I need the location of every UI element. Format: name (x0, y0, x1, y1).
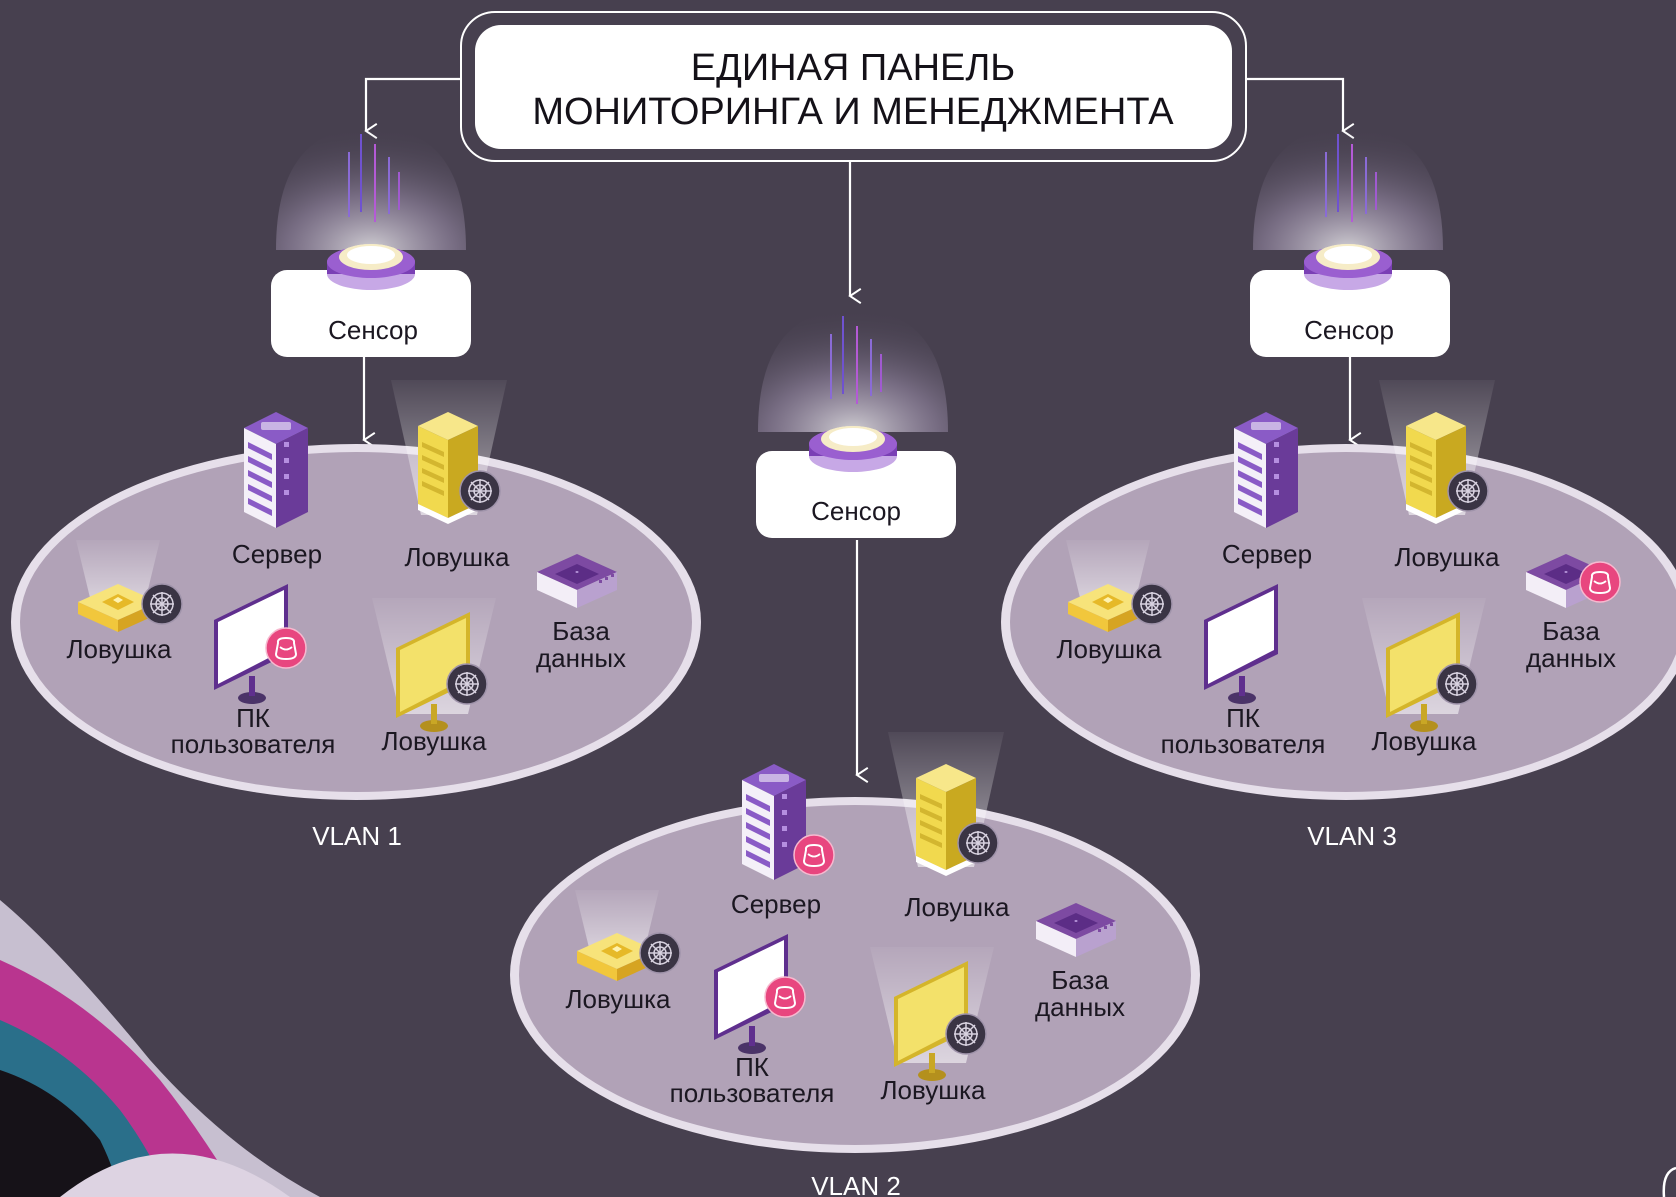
web-badge-icon (446, 663, 488, 705)
web-badge-icon (141, 583, 183, 625)
web-badge-icon (1436, 663, 1478, 705)
label-database-2: данных (536, 643, 626, 673)
web-badge-icon (459, 470, 501, 512)
honeypot-badge-icon (793, 834, 835, 876)
sensor-label: Сенсор (328, 315, 418, 345)
label-pc-1: ПК (735, 1052, 769, 1082)
label-database-1: База (1542, 616, 1600, 646)
title-box: ЕДИНАЯ ПАНЕЛЬ МОНИТОРИНГА И МЕНЕДЖМЕНТА (460, 11, 1247, 162)
label-trap: Ловушка (1056, 634, 1162, 664)
sensor-2: Сенсор (756, 308, 956, 538)
label-trap: Ловушка (904, 892, 1010, 922)
arrow-to-sensor-3 (1246, 77, 1355, 140)
server-icon (244, 412, 308, 528)
label-server: Сервер (731, 889, 821, 919)
vlan-label: VLAN 3 (1307, 821, 1397, 851)
web-badge-icon (1131, 583, 1173, 625)
vlan-label: VLAN 2 (811, 1171, 901, 1197)
vlan-3: Сервер Ловушка Ловушка База данных ПК по… (1001, 380, 1676, 851)
label-trap: Ловушка (1394, 542, 1500, 572)
label-trap: Ловушка (404, 542, 510, 572)
web-badge-icon (945, 1013, 987, 1055)
label-pc-1: ПК (1226, 703, 1260, 733)
label-trap: Ловушка (565, 984, 671, 1014)
corner-mark (1662, 1166, 1676, 1197)
sensor-label: Сенсор (811, 496, 901, 526)
label-server: Сервер (1222, 539, 1312, 569)
server-icon (1234, 412, 1298, 528)
vlan-1: Сервер Ловушка Ловушка База данных ПК по… (11, 380, 701, 851)
honeypot-badge-icon (1579, 561, 1621, 603)
label-database-2: данных (1526, 643, 1616, 673)
vlan-label: VLAN 1 (312, 821, 402, 851)
sensor-1: Сенсор (271, 126, 471, 357)
arrow-to-sensor-1 (364, 77, 461, 140)
sensor-3: Сенсор (1250, 126, 1450, 357)
label-trap: Ловушка (381, 726, 487, 756)
web-badge-icon (1447, 470, 1489, 512)
label-server: Сервер (232, 539, 322, 569)
title-line-1: ЕДИНАЯ ПАНЕЛЬ (691, 47, 1016, 89)
honeypot-badge-icon (764, 976, 806, 1018)
label-pc-1: ПК (236, 703, 270, 733)
title-line-2: МОНИТОРИНГА И МЕНЕДЖМЕНТА (532, 91, 1174, 133)
label-trap: Ловушка (880, 1075, 986, 1105)
label-pc-2: пользователя (670, 1078, 835, 1108)
label-database-1: База (552, 616, 610, 646)
sensor-label: Сенсор (1304, 315, 1394, 345)
label-pc-2: пользователя (171, 729, 336, 759)
label-database-2: данных (1035, 992, 1125, 1022)
vlan-2: Сервер Ловушка Ловушка База данных ПК по… (510, 732, 1200, 1197)
label-pc-2: пользователя (1161, 729, 1326, 759)
web-badge-icon (639, 932, 681, 974)
label-trap: Ловушка (66, 634, 172, 664)
decorative-swirl (0, 900, 320, 1197)
label-database-1: База (1051, 965, 1109, 995)
label-trap: Ловушка (1371, 726, 1477, 756)
web-badge-icon (957, 822, 999, 864)
honeypot-badge-icon (265, 627, 307, 669)
arrows (362, 77, 1362, 784)
